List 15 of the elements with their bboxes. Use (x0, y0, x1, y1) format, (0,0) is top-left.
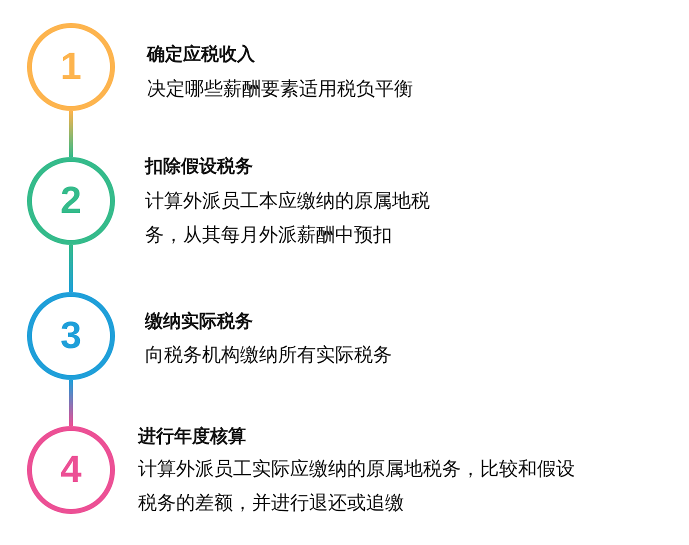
step-description: 向税务机构缴纳所有实际税务 (145, 343, 392, 368)
step-heading: 确定应税收入 (147, 43, 255, 67)
step-description: 决定哪些薪酬要素适用税负平衡 (147, 77, 413, 102)
number-circle: 3 (27, 292, 115, 380)
connector-line (69, 380, 73, 426)
step-description: 计算外派员工本应缴纳的原属地税务，从其每月外派薪酬中预扣 (145, 189, 431, 248)
number-circle: 4 (27, 426, 115, 514)
step-heading: 缴纳实际税务 (145, 310, 253, 334)
number-circle: 2 (27, 157, 115, 245)
connector-line (69, 245, 73, 292)
connector-line (69, 111, 73, 157)
step-heading: 进行年度核算 (138, 425, 246, 449)
step-description: 计算外派员工实际应缴纳的原属地税务，比较和假设税务的差额，并进行退还或追缴 (138, 457, 576, 516)
step-heading: 扣除假设税务 (145, 155, 253, 179)
number-circle: 1 (27, 23, 115, 111)
